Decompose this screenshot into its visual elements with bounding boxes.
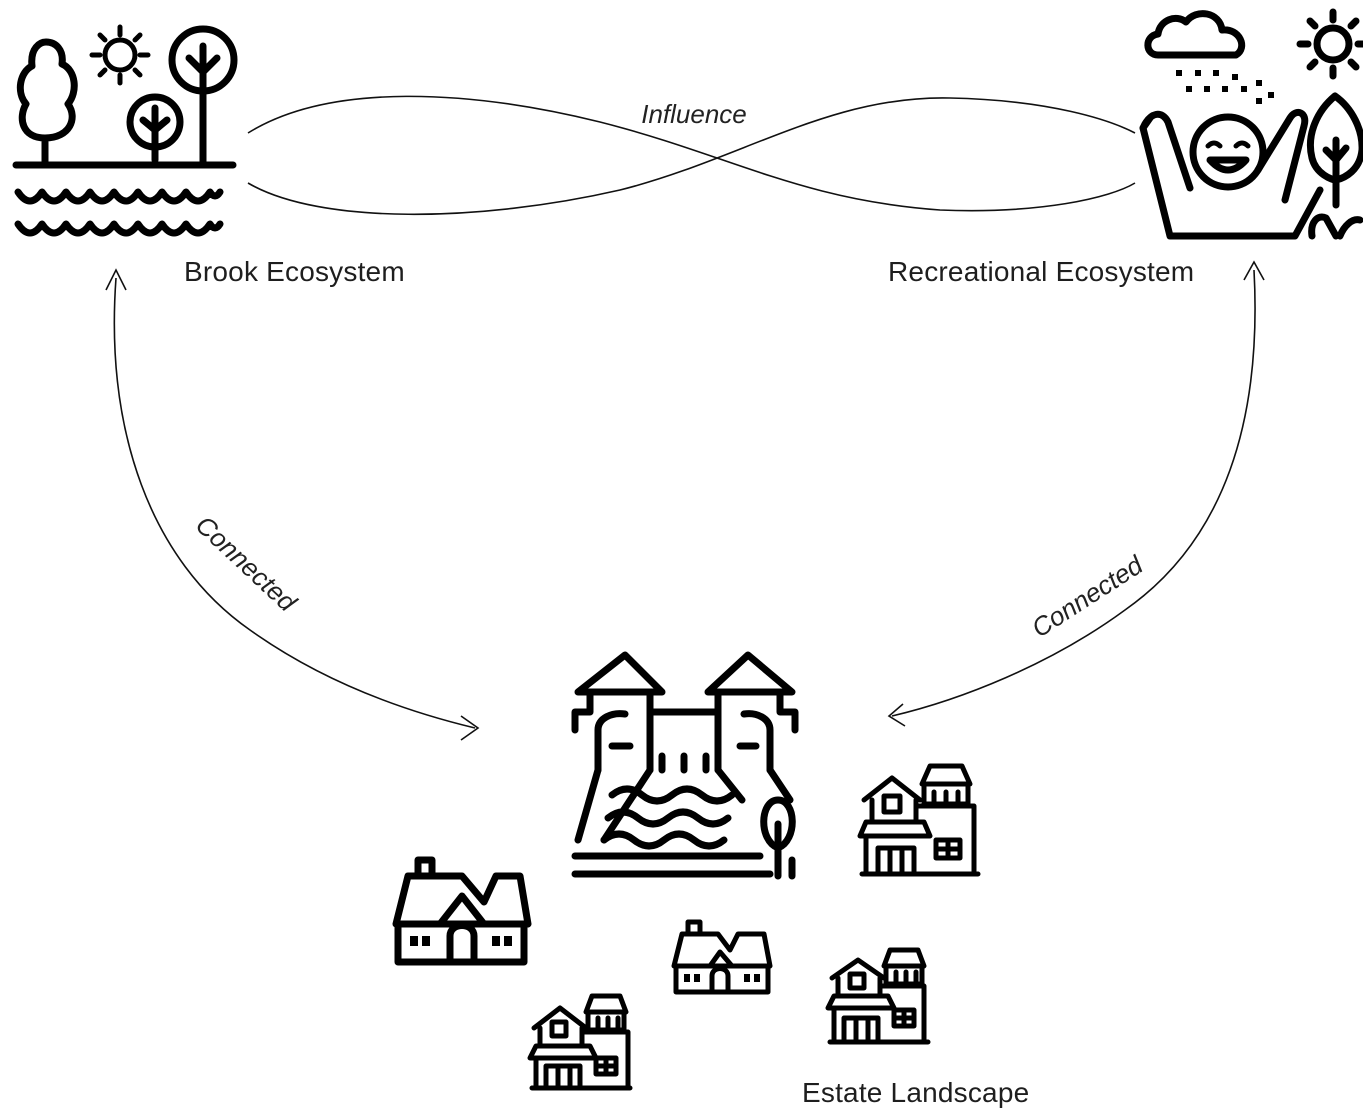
- brook-ecosystem-label: Brook Ecosystem: [184, 256, 405, 287]
- connected-right-label: Connected: [1026, 549, 1149, 643]
- townhouse-icon: [825, 947, 931, 1045]
- estate-landscape-label: Estate Landscape: [802, 1077, 1029, 1108]
- brook-ecosystem-icon: [12, 24, 238, 237]
- recreational-ecosystem-label: Recreational Ecosystem: [888, 256, 1194, 287]
- recreational-ecosystem-icon: [1139, 8, 1363, 240]
- townhouse-icon: [527, 993, 633, 1091]
- estate-landscape-icon: [392, 651, 981, 1091]
- influence-label: Influence: [641, 99, 747, 129]
- connected-arrow-left: [105, 268, 480, 741]
- connected-left-label: Connected: [190, 510, 304, 619]
- house-icon: [392, 856, 532, 966]
- influence-connector: [247, 95, 1136, 216]
- castle-icon: [571, 651, 799, 880]
- house-icon: [671, 919, 773, 995]
- connected-arrow-right: [887, 260, 1265, 727]
- townhouse-icon: [857, 763, 981, 877]
